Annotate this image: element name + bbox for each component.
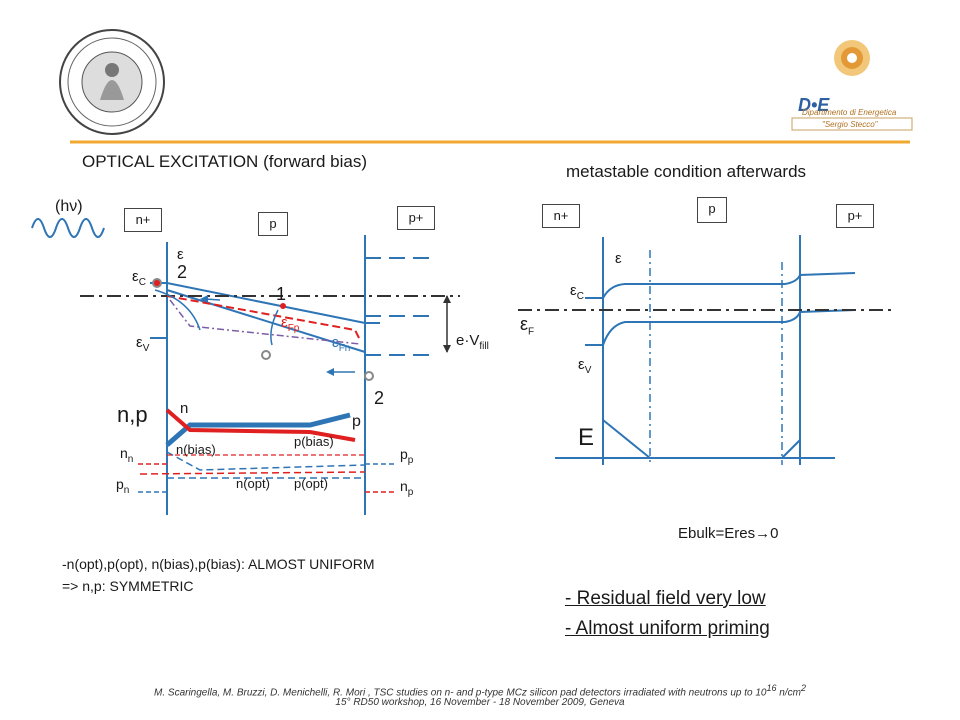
np-sub: p <box>407 486 414 498</box>
pp-label: pp <box>400 446 413 466</box>
photon-label: (hν) <box>55 198 83 215</box>
nn-sub: n <box>127 453 134 465</box>
left-region-p-text: p <box>269 216 277 231</box>
ev-fill-sym: e·V <box>456 332 480 349</box>
note-line-1: -n(opt),p(opt), n(bias),p(bias): ALMOST … <box>62 556 375 572</box>
step-2-bottom: 2 <box>374 388 385 408</box>
left-eps-v-label: εV <box>136 334 149 354</box>
left-region-pplus: p+ <box>397 206 435 230</box>
dept-logo-line1: Dipartimento di Energetica <box>802 108 897 117</box>
right-eps-f-sub: F <box>528 326 535 338</box>
np-label: np <box>400 478 413 498</box>
nn-label: nn <box>120 445 133 465</box>
footer-workshop: 15° RD50 workshop, 16 November - 18 Nove… <box>335 697 625 708</box>
left-eps-v-sub: V <box>142 343 150 354</box>
left-eps-v-sym: ε <box>136 334 143 351</box>
department-logo-icon <box>791 40 913 131</box>
p-bias-label: p(bias) <box>294 434 334 449</box>
right-eps-c-label: εC <box>570 282 584 302</box>
right-region-p-text: p <box>708 201 716 216</box>
right-eps-v-sub: V <box>584 365 592 376</box>
footer-citation: M. Scaringella, M. Bruzzi, D. Menichelli… <box>0 683 960 698</box>
left-eps-c-sub: C <box>138 277 146 288</box>
np-axis-label: n,p <box>117 402 148 427</box>
right-eps-c-sub: C <box>576 291 584 302</box>
pp-sub: p <box>407 454 414 466</box>
right-region-pplus: p+ <box>836 204 874 228</box>
footer-citation-sup2: 2 <box>800 683 806 693</box>
right-eps-label: ε <box>615 250 622 267</box>
eps-fn-sym: ε <box>332 334 339 351</box>
right-region-p: p <box>697 197 727 223</box>
pn-sub: n <box>123 484 130 496</box>
right-region-nplus: n+ <box>542 204 580 228</box>
n-bias-label: n(bias) <box>176 442 216 457</box>
photon-wave-icon <box>31 218 105 238</box>
note-line-2: => n,p: SYMMETRIC <box>62 578 194 594</box>
p-curve-label: p <box>352 413 361 430</box>
eps-fp-sym: ε <box>281 314 288 331</box>
right-eps-v-sym: ε <box>578 356 585 373</box>
bullet-uniform-priming: - Almost uniform priming <box>565 618 770 639</box>
right-title: metastable condition afterwards <box>566 162 807 181</box>
right-eps-c-sym: ε <box>570 282 577 299</box>
left-title-main: OPTICAL EXCITATION <box>82 152 259 171</box>
eps-fp-label: εFp <box>281 314 299 334</box>
eps-fp-sub: Fp <box>287 323 300 334</box>
p-opt-label: p(opt) <box>294 476 328 491</box>
university-seal-icon <box>59 29 165 135</box>
pp-sym: p <box>400 446 408 462</box>
ev-fill-label: e·Vfill <box>456 332 489 352</box>
np-sym: n <box>400 478 408 494</box>
footer-citation-sup: 16 <box>766 683 777 693</box>
left-eps-c-sym: ε <box>132 268 139 285</box>
left-region-nplus-text: n+ <box>135 212 151 227</box>
right-band-diagram <box>518 235 892 465</box>
ebulk-label: Ebulk=Eres→0 <box>678 525 779 542</box>
ev-fill-sub: fill <box>479 341 489 352</box>
step-1: 1 <box>276 284 287 304</box>
left-eps-label: ε <box>177 246 184 263</box>
right-eps-v-label: εV <box>578 356 591 376</box>
dept-logo-mark: D•E <box>798 95 830 115</box>
eps-fn-sub: Fn <box>338 343 351 354</box>
pn-label: pn <box>116 476 129 496</box>
left-region-pplus-text: p+ <box>408 210 424 225</box>
e-field-label: E <box>578 424 595 451</box>
pn-sym: p <box>116 476 124 492</box>
left-title: OPTICAL EXCITATION (forward bias) <box>82 152 367 172</box>
dept-logo-line2: "Sergio Stecco" <box>822 120 878 129</box>
left-region-p: p <box>258 212 288 236</box>
right-region-nplus-text: n+ <box>553 208 569 223</box>
left-eps-c-label: εC <box>132 268 146 288</box>
eps-fn-label: εFn <box>332 334 350 354</box>
right-eps-f-label: εF <box>520 314 534 338</box>
bullet-residual-field: - Residual field very low <box>565 588 766 609</box>
right-region-pplus-text: p+ <box>847 208 863 223</box>
step-2-top: 2 <box>177 262 188 282</box>
footer-citation-text: M. Scaringella, M. Bruzzi, D. Menichelli… <box>154 687 767 699</box>
left-title-paren: (forward bias) <box>263 152 367 171</box>
n-opt-label: n(opt) <box>236 476 270 491</box>
footer-citation-unit: n/cm <box>776 687 801 699</box>
left-region-nplus: n+ <box>124 208 162 232</box>
right-eps-f-sym: ε <box>520 314 529 334</box>
nn-sym: n <box>120 445 128 461</box>
n-curve-label: n <box>180 400 189 417</box>
carrier-profile-plot <box>138 400 395 515</box>
